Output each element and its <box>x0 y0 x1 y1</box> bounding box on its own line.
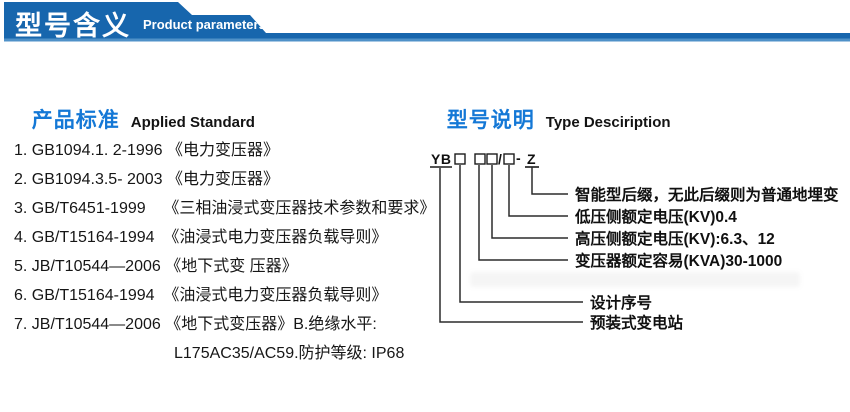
banner-shape <box>4 2 850 42</box>
code-box-capacity <box>474 153 486 165</box>
model-code-diagram: YB / - Z 智能型后缀，无此后缀则为普通地埋变 低压侧额定电压(KV)0.… <box>430 150 839 332</box>
code-suffix: Z <box>527 151 536 167</box>
connector-lv <box>508 165 568 217</box>
label-rated-capacity: 变压器额定容易(KVA)30-1000 <box>575 251 782 270</box>
type-title-zh: 型号说明 <box>446 109 535 132</box>
code-dash: - <box>516 150 521 166</box>
standards-title-zh: 产品标准 <box>31 109 120 132</box>
page-title: 型号含义 <box>15 11 131 41</box>
type-title-en: Type Desciription <box>545 114 671 131</box>
watermark-smudge <box>470 272 800 287</box>
standards-title-en: Applied Standard <box>130 114 255 131</box>
connector-hv <box>491 165 568 239</box>
connector-design <box>459 165 583 303</box>
standard-item-4: 4. GB/T15164-1994 《油浸式电力变压器负载导则》 <box>14 229 388 246</box>
standard-item-6: 6. GB/T15164-1994 《油浸式电力变压器负载导则》 <box>14 287 388 304</box>
page-subtitle: Product parameters <box>143 17 266 32</box>
label-hv-voltage: 高压侧额定电压(KV):6.3、12 <box>575 229 775 248</box>
standard-item-7: 7. JB/T10544—2006 《地下式变压器》B.绝缘水平: <box>14 316 377 333</box>
standard-item-5: 5. JB/T10544—2006 《地下式变 压器》 <box>14 258 298 275</box>
standard-item-2: 2. GB1094.3.5- 2003 《电力变压器》 <box>14 171 280 188</box>
code-box-design <box>454 153 466 165</box>
standard-item-1: 1. GB1094.1. 2-1996 《电力变压器》 <box>14 142 280 159</box>
code-box-lv <box>503 153 515 165</box>
code-slash: / <box>498 151 502 167</box>
label-design-serial: 设计序号 <box>590 293 652 312</box>
connector-suffix <box>531 167 568 195</box>
standards-section-title: 产品标准 Applied Standard <box>14 86 255 152</box>
standard-item-7-continuation: L175AC35/AC59.防护等级: IP68 <box>174 345 405 362</box>
label-prefab-substation: 预装式变电站 <box>590 313 684 332</box>
label-smart-suffix: 智能型后缀，无此后缀则为普通地埋变 <box>575 185 839 204</box>
standard-item-3: 3. GB/T6451-1999 《三相油浸式变压器技术参数和要求》 <box>14 200 436 217</box>
code-box-hv <box>486 153 498 165</box>
header-banner: 型号含义 Product parameters <box>0 0 850 46</box>
type-section-title: 型号说明 Type Desciription <box>429 86 671 152</box>
standards-list: 1. GB1094.1. 2-1996 《电力变压器》 2. GB1094.3.… <box>14 136 436 368</box>
connector-prefix <box>439 168 583 323</box>
label-lv-voltage: 低压侧额定电压(KV)0.4 <box>574 207 737 226</box>
code-prefix: YB <box>431 151 451 167</box>
connector-capacity <box>478 165 568 261</box>
